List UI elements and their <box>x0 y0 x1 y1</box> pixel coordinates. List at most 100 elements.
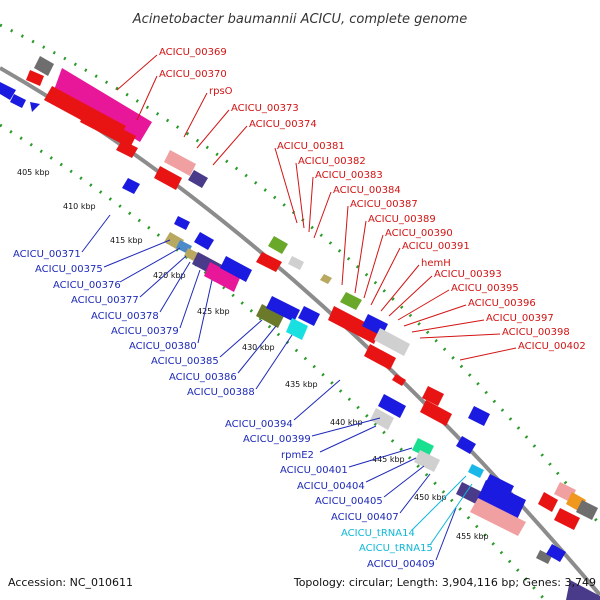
gene-block[interactable] <box>54 68 152 142</box>
tick-label-445: 445 kbp <box>372 455 405 464</box>
gene-block[interactable] <box>576 500 598 520</box>
gene-label-acicu-00390[interactable]: ACICU_00390 <box>385 228 453 239</box>
gene-label-acicu-00386[interactable]: ACICU_00386 <box>169 372 237 383</box>
gene-label-acicu-00398[interactable]: ACICU_00398 <box>502 327 570 338</box>
gene-block[interactable] <box>412 438 434 458</box>
gene-block[interactable] <box>268 236 288 254</box>
gene-block[interactable] <box>30 102 40 112</box>
gene-block[interactable] <box>546 544 566 562</box>
gene-label-acicu-trna14[interactable]: ACICU_tRNA14 <box>341 528 415 539</box>
gene-label-acicu-00369[interactable]: ACICU_00369 <box>159 47 227 58</box>
gene-label-acicu-00388[interactable]: ACICU_00388 <box>187 387 255 398</box>
gene-block[interactable] <box>414 450 440 472</box>
tick-label-450: 450 kbp <box>414 493 447 502</box>
gene-label-acicu-00370[interactable]: ACICU_00370 <box>159 69 227 80</box>
gene-block[interactable] <box>174 216 190 230</box>
gene-label-acicu-00378[interactable]: ACICU_00378 <box>91 311 159 322</box>
gene-label-acicu-00407[interactable]: ACICU_00407 <box>331 512 399 523</box>
gene-label-acicu-00399[interactable]: ACICU_00399 <box>243 434 311 445</box>
gene-label-acicu-00382[interactable]: ACICU_00382 <box>298 156 366 167</box>
gene-block[interactable] <box>340 292 362 310</box>
gene-label-acicu-00371[interactable]: ACICU_00371 <box>13 249 81 260</box>
gene-block[interactable] <box>116 140 138 158</box>
gene-block[interactable] <box>392 374 406 386</box>
leader-line <box>295 162 305 229</box>
gene-label-acicu-00377[interactable]: ACICU_00377 <box>71 295 139 306</box>
gene-block[interactable] <box>320 274 332 284</box>
gene-block[interactable] <box>266 296 300 322</box>
gene-block[interactable] <box>536 550 552 564</box>
gene-block[interactable] <box>364 344 396 370</box>
gene-block[interactable] <box>374 328 410 356</box>
gene-label-acicu-00384[interactable]: ACICU_00384 <box>333 185 401 196</box>
gene-block[interactable] <box>538 492 558 512</box>
gene-block[interactable] <box>34 56 54 76</box>
gene-block[interactable] <box>220 256 252 282</box>
leader-line <box>179 269 201 329</box>
gene-block[interactable] <box>422 386 444 406</box>
gene-label-acicu-00373[interactable]: ACICU_00373 <box>231 103 299 114</box>
gene-label-acicu-00387[interactable]: ACICU_00387 <box>350 199 418 210</box>
gene-block[interactable] <box>188 170 208 188</box>
reverse-gene-leaders <box>81 214 457 561</box>
gene-label-acicu-00385[interactable]: ACICU_00385 <box>151 356 219 367</box>
gene-label-acicu-00401[interactable]: ACICU_00401 <box>280 465 348 476</box>
gene-label-acicu-00402[interactable]: ACICU_00402 <box>518 341 586 352</box>
gene-block[interactable] <box>286 318 308 340</box>
gene-label-acicu-00395[interactable]: ACICU_00395 <box>451 283 519 294</box>
gene-label-acicu-00389[interactable]: ACICU_00389 <box>368 214 436 225</box>
gene-block[interactable] <box>554 508 580 530</box>
gene-block[interactable] <box>256 252 282 272</box>
gene-block[interactable] <box>26 70 44 86</box>
gene-label-acicu-00394[interactable]: ACICU_00394 <box>225 419 293 430</box>
gene-block[interactable] <box>420 400 452 426</box>
gene-label-acicu-00404[interactable]: ACICU_00404 <box>297 481 365 492</box>
gene-label-acicu-00391[interactable]: ACICU_00391 <box>402 241 470 252</box>
gene-block[interactable] <box>468 406 490 426</box>
gene-block[interactable] <box>80 110 136 148</box>
gene-label-acicu-00376[interactable]: ACICU_00376 <box>53 280 121 291</box>
gene-block[interactable] <box>468 464 484 478</box>
gene-label-acicu-00375[interactable]: ACICU_00375 <box>35 264 103 275</box>
gene-label-acicu-00383[interactable]: ACICU_00383 <box>315 170 383 181</box>
gene-label-acicu-00379[interactable]: ACICU_00379 <box>111 326 179 337</box>
gene-label-acicu-00393[interactable]: ACICU_00393 <box>434 269 502 280</box>
gene-block[interactable] <box>378 394 406 418</box>
leader-line <box>363 234 384 299</box>
gene-block[interactable] <box>328 306 380 344</box>
gene-label-acicu-trna15[interactable]: ACICU_tRNA15 <box>359 543 433 554</box>
gene-block[interactable] <box>154 166 182 190</box>
leader-line <box>411 319 485 333</box>
gene-label-acicu-00405[interactable]: ACICU_00405 <box>315 496 383 507</box>
gene-block[interactable] <box>370 408 394 430</box>
gene-block[interactable] <box>10 94 26 108</box>
gene-block[interactable] <box>164 150 196 176</box>
gene-label-acicu-00397[interactable]: ACICU_00397 <box>486 313 554 324</box>
forward-gene-labels <box>116 54 517 361</box>
gene-label-acicu-00409[interactable]: ACICU_00409 <box>367 559 435 570</box>
leader-line <box>419 333 501 339</box>
gene-block[interactable] <box>204 262 240 292</box>
gene-block[interactable] <box>476 480 526 522</box>
gene-block[interactable] <box>288 256 304 270</box>
gene-block[interactable] <box>484 474 514 498</box>
gene-block[interactable] <box>194 232 214 250</box>
tick-label-455: 455 kbp <box>456 532 489 541</box>
gene-label-acicu-00396[interactable]: ACICU_00396 <box>468 298 536 309</box>
topology-text: Topology: circular; Length: 3,904,116 bp… <box>293 576 596 589</box>
gene-label-acicu-00381[interactable]: ACICU_00381 <box>277 141 345 152</box>
leader-line <box>119 247 181 283</box>
gene-block[interactable] <box>470 498 526 536</box>
gene-block[interactable] <box>456 436 476 454</box>
gene-label-acicu-00380[interactable]: ACICU_00380 <box>129 341 197 352</box>
gene-label-rpme2[interactable]: rpmE2 <box>281 450 314 461</box>
gene-block[interactable] <box>298 306 320 326</box>
gene-block[interactable] <box>0 82 16 100</box>
gene-block[interactable] <box>566 580 600 600</box>
gene-label-acicu-00374[interactable]: ACICU_00374 <box>249 119 317 130</box>
gene-label-rpso[interactable]: rpsO <box>209 86 233 97</box>
gene-block[interactable] <box>122 178 140 194</box>
gene-block[interactable] <box>256 304 284 328</box>
gene-label-hemh[interactable]: hemH <box>421 258 451 269</box>
leader-line <box>313 191 332 239</box>
